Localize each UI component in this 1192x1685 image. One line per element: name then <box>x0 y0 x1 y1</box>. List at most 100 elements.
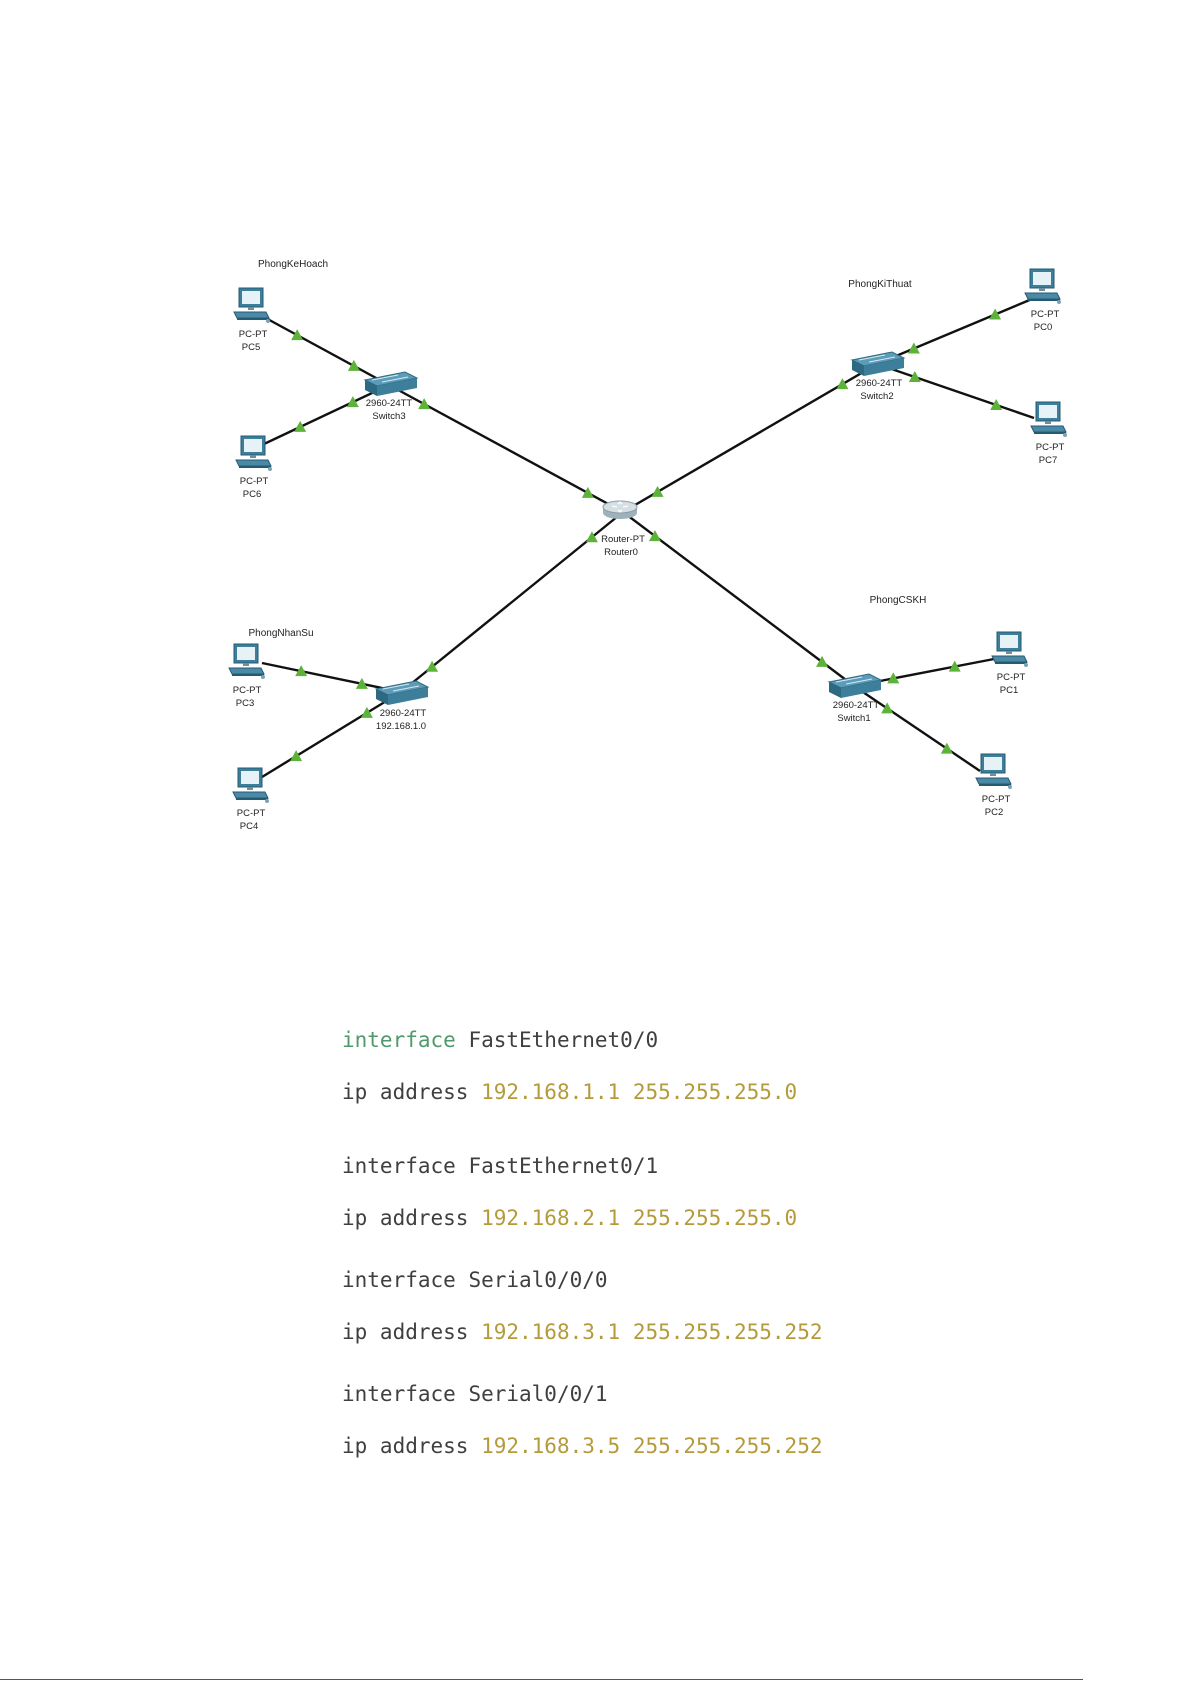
link-status-up-icon <box>290 750 303 762</box>
link-status-up-icon <box>816 655 829 667</box>
link-status-up-icon <box>291 329 304 341</box>
link-status-up-icon <box>585 531 598 543</box>
area-label-phong-ki-thuat: PhongKiThuat <box>848 279 912 290</box>
link-switch-nhansu-router[interactable] <box>400 511 624 693</box>
switch-phong-nhan-su[interactable]: 2960-24TT 192.168.1.0 <box>375 680 429 732</box>
link-status-up-icon <box>836 378 849 390</box>
link-status-up-icon <box>648 530 661 542</box>
switch1[interactable]: 2960-24TT Switch1 <box>828 673 882 724</box>
switch1-name-label: Switch1 <box>837 713 870 724</box>
pc5-name-label: PC5 <box>242 342 260 353</box>
pc7-name-label: PC7 <box>1039 455 1057 466</box>
config-ip-line: ip address 192.168.3.5 255.255.255.252 <box>342 1434 823 1458</box>
pc4-model-label: PC-PT <box>237 808 266 819</box>
pc3-name-label: PC3 <box>236 698 254 709</box>
config-ip-line: ip address 192.168.1.1 255.255.255.0 <box>342 1080 798 1104</box>
pc6-name-label: PC6 <box>243 489 261 500</box>
pc2-model-label: PC-PT <box>982 794 1011 805</box>
pc0[interactable]: PC-PT PC0 <box>1024 268 1062 333</box>
pc4-name-label: PC4 <box>240 821 258 832</box>
router0[interactable]: Router-PT Router0 <box>601 500 645 558</box>
link-status-up-icon <box>989 308 1002 320</box>
pc2-icon <box>975 753 1013 790</box>
pc7-icon <box>1030 401 1068 438</box>
link-pc0-switch2[interactable] <box>876 297 1033 366</box>
area-label-phong-ke-hoach: PhongKeHoach <box>258 259 328 270</box>
link-status-up-icon <box>294 420 307 432</box>
pc1-icon <box>991 631 1029 668</box>
pc3-model-label: PC-PT <box>233 685 262 696</box>
switch-nhan-su-name-label: 192.168.1.0 <box>376 721 426 732</box>
link-pc2-switch1[interactable] <box>853 685 981 772</box>
link-pc6-switch3[interactable] <box>263 383 390 446</box>
pc5-model-label: PC-PT <box>239 329 268 340</box>
pc2-name-label: PC2 <box>985 807 1003 818</box>
switch2-model-label: 2960-24TT <box>856 378 903 389</box>
link-pc7-switch2[interactable] <box>876 362 1035 420</box>
pc2[interactable]: PC-PT PC2 <box>975 753 1013 818</box>
switch2-icon <box>851 351 905 377</box>
switch1-model-label: 2960-24TT <box>833 700 880 711</box>
config-interface-line: interface Serial0/0/1 <box>342 1382 608 1406</box>
network-topology-diagram: PhongKeHoach PhongKiThuat PhongNhanSu Ph… <box>228 259 1068 832</box>
switch-nhan-su-icon <box>375 680 429 706</box>
area-label-phong-nhan-su: PhongNhanSu <box>248 628 313 639</box>
link-status-up-icon <box>990 398 1003 410</box>
pc0-icon <box>1024 268 1062 305</box>
router-icon <box>602 500 638 520</box>
link-pc4-switch-nhansu[interactable] <box>261 690 402 779</box>
config-interface-line: interface FastEthernet0/0 <box>342 1028 659 1052</box>
pc4[interactable]: PC-PT PC4 <box>232 767 270 832</box>
config-ip-line: ip address 192.168.2.1 255.255.255.0 <box>342 1206 798 1230</box>
link-status-up-icon <box>418 398 431 410</box>
link-status-up-icon <box>908 371 921 383</box>
pc3-icon <box>228 643 266 680</box>
pc7-model-label: PC-PT <box>1036 442 1065 453</box>
link-status-up-icon <box>355 677 368 689</box>
router-name-label: Router0 <box>604 547 638 558</box>
pc0-name-label: PC0 <box>1034 322 1052 333</box>
link-switch2-router[interactable] <box>622 362 878 514</box>
pc6[interactable]: PC-PT PC6 <box>235 435 273 500</box>
link-status-up-icon <box>907 342 920 354</box>
link-status-up-icon <box>651 485 664 497</box>
switch-nhan-su-model-label: 2960-24TT <box>380 708 427 719</box>
config-interface-line: interface Serial0/0/0 <box>342 1268 608 1292</box>
pc0-model-label: PC-PT <box>1031 309 1060 320</box>
pc1-name-label: PC1 <box>1000 685 1018 696</box>
link-status-up-icon <box>887 672 900 684</box>
link-status-up-icon <box>426 660 439 672</box>
page-footer-rule <box>0 1679 1083 1680</box>
pc3[interactable]: PC-PT PC3 <box>228 643 266 709</box>
pc4-icon <box>232 767 270 804</box>
router-model-label: Router-PT <box>601 534 645 545</box>
switch2[interactable]: 2960-24TT Switch2 <box>851 351 905 402</box>
switch2-name-label: Switch2 <box>860 391 893 402</box>
link-pc5-switch3[interactable] <box>261 314 390 387</box>
pc5-icon <box>233 287 271 324</box>
link-status-up-icon <box>881 702 894 714</box>
link-pc3-switch-nhansu[interactable] <box>261 661 402 694</box>
link-status-up-icon <box>295 665 308 677</box>
config-ip-line: ip address 192.168.3.1 255.255.255.252 <box>342 1320 823 1344</box>
switch1-icon <box>828 673 882 699</box>
link-status-up-icon <box>347 359 360 371</box>
pc6-icon <box>235 435 273 472</box>
link-status-up-icon <box>346 396 359 408</box>
link-switch1-router[interactable] <box>622 511 855 687</box>
switch3[interactable]: 2960-24TT Switch3 <box>364 371 418 422</box>
pc1-model-label: PC-PT <box>997 672 1026 683</box>
pc5[interactable]: PC-PT PC5 <box>233 287 271 353</box>
pc1[interactable]: PC-PT PC1 <box>991 631 1029 696</box>
link-status-up-icon <box>360 706 373 718</box>
switch3-model-label: 2960-24TT <box>366 398 413 409</box>
switch3-name-label: Switch3 <box>372 411 405 422</box>
link-status-up-icon <box>948 660 961 672</box>
links-layer <box>261 297 1035 779</box>
pc6-model-label: PC-PT <box>240 476 269 487</box>
area-label-phong-cskh: PhongCSKH <box>870 595 927 606</box>
link-status-up-icon <box>581 486 594 498</box>
config-interface-line: interface FastEthernet0/1 <box>342 1154 659 1178</box>
link-status-up-icon <box>940 742 953 754</box>
pc7[interactable]: PC-PT PC7 <box>1030 401 1068 466</box>
